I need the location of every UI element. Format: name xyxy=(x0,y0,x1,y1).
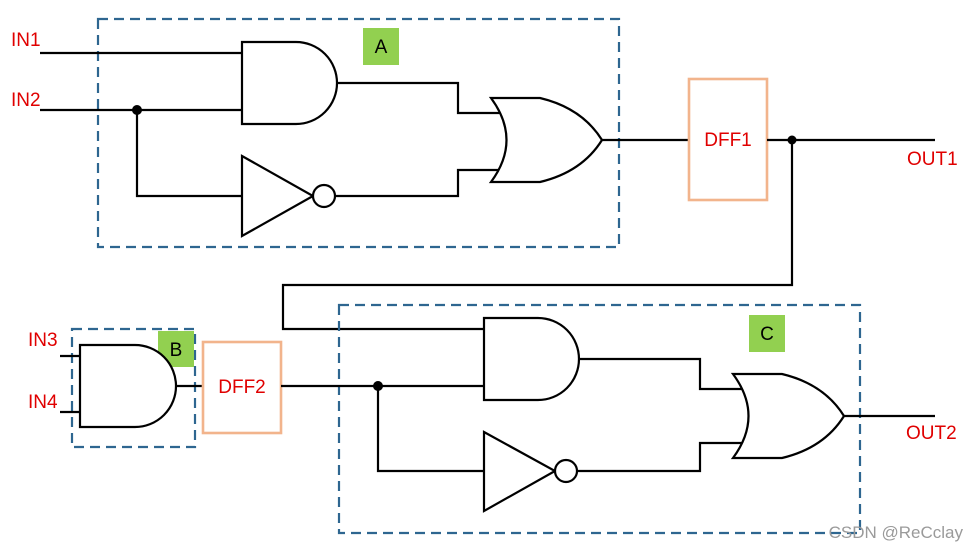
input-in2-label: IN2 xyxy=(11,90,41,111)
wire-and-a-to-or-a xyxy=(337,81,503,115)
not-gate-c-bubble xyxy=(553,458,579,484)
or-gate-c xyxy=(730,372,846,460)
input-in3-label: IN3 xyxy=(28,330,58,351)
wire-dff2-to-not-c xyxy=(376,386,484,473)
wire-and-c-to-or-c xyxy=(579,357,745,391)
and-gate-c xyxy=(482,316,581,402)
not-gate-a-bubble xyxy=(311,183,337,209)
wire-not-a-to-or-a xyxy=(335,168,503,198)
group-a-label: A xyxy=(375,37,388,58)
and-gate-b xyxy=(78,343,178,429)
dff2-label: DFF2 xyxy=(218,377,266,398)
group-b-box xyxy=(70,327,197,449)
input-in4-label: IN4 xyxy=(28,392,58,413)
group-c-label: C xyxy=(760,324,774,345)
output-out2-label: OUT2 xyxy=(906,423,957,444)
not-gate-a xyxy=(240,154,316,238)
not-gate-c xyxy=(482,430,558,513)
and-gate-a xyxy=(240,40,339,126)
wire-in2-to-not xyxy=(135,110,242,198)
dff1-box xyxy=(687,77,769,202)
group-b-label: B xyxy=(170,340,183,361)
group-a-tag xyxy=(363,28,399,65)
group-a-box xyxy=(96,17,621,249)
wire-out1-feedback xyxy=(281,140,794,331)
watermark: CSDN @ReCclay xyxy=(829,523,964,542)
output-out1-label: OUT1 xyxy=(907,149,958,170)
dff1-label: DFF1 xyxy=(704,130,752,151)
or-gate-a xyxy=(488,96,604,184)
dff2-box xyxy=(201,340,283,435)
wire-not-c-to-or-c xyxy=(577,441,745,473)
group-c-box xyxy=(337,303,862,535)
input-in1-label: IN1 xyxy=(11,30,41,51)
group-c-tag xyxy=(749,315,785,352)
